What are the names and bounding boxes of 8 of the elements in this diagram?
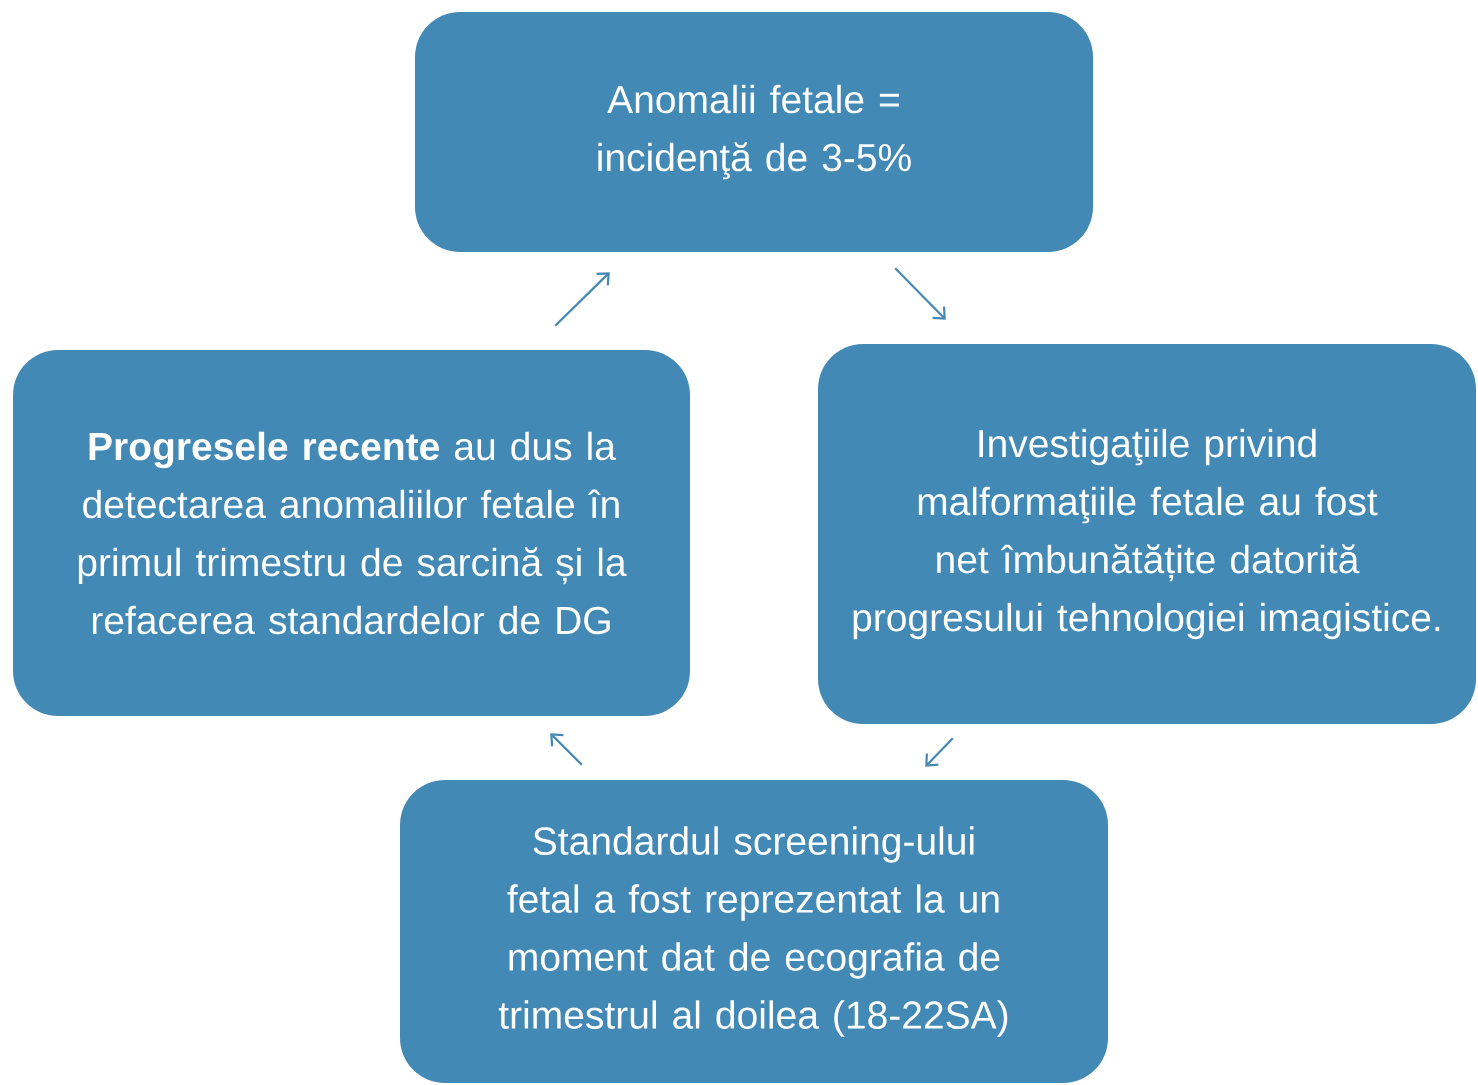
arrow [554, 272, 610, 327]
process-box: Progresele recente au dus la detectarea anomaliilor fetale în primul trimestru de sarcină și la refacerea standardelor de DG [13, 350, 690, 716]
arrow [550, 733, 583, 766]
process-box: Anomalii fetale = incidenţă de 3-5% [415, 12, 1093, 252]
process-box: Standardul screening-ului fetal a fost reprezentat la un moment dat de ecografia de trimestrul al doilea (18-22SA) [400, 780, 1108, 1083]
arrow [894, 267, 946, 320]
process-box: Investigaţiile privind malformaţiile fetale au fost net îmbunătățite datorită progresului tehnologiei imagistice. [818, 344, 1476, 724]
arrow [925, 737, 954, 767]
